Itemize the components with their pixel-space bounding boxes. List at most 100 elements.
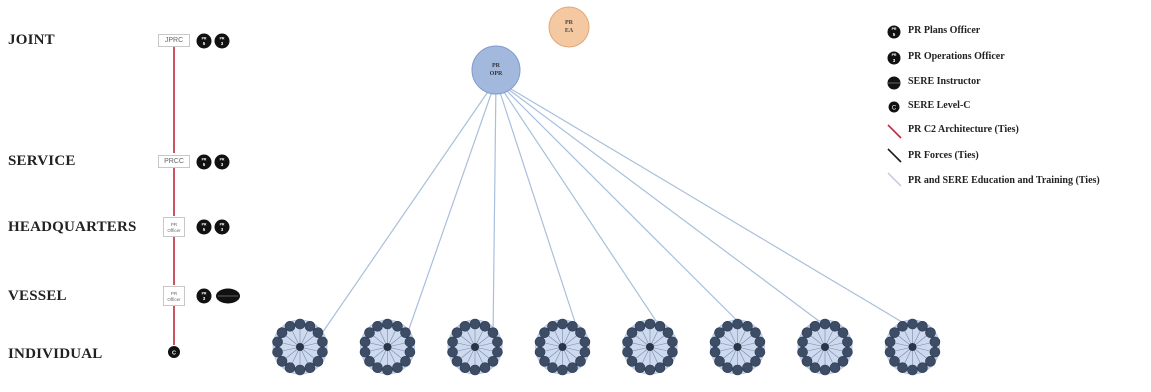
member-node [750, 327, 761, 338]
joint-operations-officer-icon [214, 33, 230, 49]
member-node [294, 318, 306, 330]
member-node [837, 356, 849, 367]
vessel-operations-officer-icon-code-2: 3 [203, 296, 206, 301]
member-node [372, 320, 383, 332]
member-node [917, 320, 928, 332]
prcc-box: PRCC [158, 155, 190, 168]
member-node [907, 364, 918, 376]
legend-plans-officer-icon [887, 25, 901, 39]
member-node [884, 336, 896, 348]
member-node [364, 356, 375, 367]
legend-sere-level-c-code: C [892, 106, 897, 112]
member-node [534, 346, 546, 358]
member-node [709, 336, 721, 348]
member-node [469, 364, 481, 376]
hq-pr-officer-box: PR Officer [163, 217, 185, 237]
legend-label-training-tie: PR and SERE Education and Training (Ties… [908, 175, 1100, 186]
member-node [819, 364, 831, 376]
member-node [400, 356, 411, 367]
member-node [304, 320, 316, 332]
hq-plans-officer-icon-code-2: 5 [203, 227, 206, 232]
legend-label-forces-tie: PR Forces (Ties) [908, 150, 979, 161]
member-node [837, 327, 849, 338]
joint-plans-officer-icon [196, 33, 212, 49]
service-operations-officer-icon-code-2: 3 [221, 162, 224, 167]
member-node [925, 356, 936, 367]
vessel-operations-officer-icon [196, 288, 212, 304]
cluster-hub [821, 343, 829, 351]
member-node [312, 327, 324, 338]
hq-box-line-1: PR [170, 222, 178, 227]
member-node [547, 362, 558, 374]
member-node [742, 362, 753, 374]
training-tie-edge-3 [492, 79, 497, 340]
member-node [459, 362, 471, 374]
training-tie-edge-7 [495, 79, 844, 340]
member-node [662, 356, 674, 367]
member-node [575, 327, 586, 338]
member-node [626, 327, 638, 338]
hq-plans-officer-icon [196, 219, 212, 235]
member-node [754, 336, 766, 348]
pr-ea-label-1: PR [565, 20, 574, 26]
member-node [404, 346, 416, 358]
member-node [487, 327, 499, 338]
hq-operations-officer-icon [214, 219, 230, 235]
training-tie-edge-2 [404, 79, 497, 340]
member-node [889, 356, 900, 367]
member-node [662, 327, 674, 338]
member-node [276, 356, 288, 367]
member-cluster-6 [709, 318, 766, 376]
pr-opr-node [471, 45, 521, 95]
member-node [897, 362, 908, 374]
training-tie-edge-5 [495, 79, 669, 340]
member-node [714, 356, 725, 367]
legend-operations-code-1: PR [892, 53, 897, 57]
member-node [809, 362, 821, 374]
legend-operations-officer-icon [887, 51, 901, 65]
individual-sere-level-c-code: C [172, 351, 176, 357]
individual-sere-level-c-icon [168, 346, 180, 358]
member-node [404, 336, 416, 348]
legend-label-sere-instructor: SERE Instructor [908, 76, 981, 87]
member-node [359, 336, 371, 348]
member-node [400, 327, 411, 338]
member-node [447, 336, 458, 348]
member-node [929, 346, 941, 358]
legend-symbols: C [887, 25, 902, 187]
cluster-hub [383, 343, 392, 351]
legend-label-plans-officer: PR Plans Officer [908, 25, 981, 36]
member-node [312, 356, 324, 367]
member-node [451, 356, 463, 367]
member-cluster-5 [622, 318, 678, 376]
joint-operations-officer-icon-code-1: PR [220, 37, 225, 41]
member-node [487, 356, 499, 367]
jprc-box: JPRC [158, 34, 190, 47]
member-node [819, 318, 831, 330]
joint-plans-officer-icon-code-2: 5 [203, 41, 206, 46]
member-node [754, 346, 766, 358]
member-node [797, 346, 808, 358]
member-node [801, 327, 813, 338]
member-node [382, 318, 393, 330]
legend-plans-code-1: PR [892, 27, 897, 31]
member-node [372, 362, 383, 374]
member-node [469, 318, 481, 330]
level-headquarters: HEADQUARTERS [8, 219, 137, 235]
member-node [801, 356, 813, 367]
member-node [654, 320, 666, 332]
training-tie-edge-1 [317, 79, 497, 340]
vessel-pr-officer-box: PR Officer [163, 286, 185, 306]
legend-c2-tie-icon [887, 124, 902, 139]
training-tie-edge-8 [495, 79, 931, 340]
vessel-operations-officer-icon-code-1: PR [202, 292, 207, 296]
member-node [479, 362, 491, 374]
member-node [294, 364, 306, 376]
member-node [709, 346, 721, 358]
member-node [317, 336, 328, 348]
member-node [889, 327, 900, 338]
member-node [622, 346, 633, 358]
service-operations-officer-icon-code-1: PR [220, 158, 225, 162]
legend-plans-code-2: 5 [893, 32, 896, 37]
hq-box-line-2: Officer [167, 228, 181, 233]
